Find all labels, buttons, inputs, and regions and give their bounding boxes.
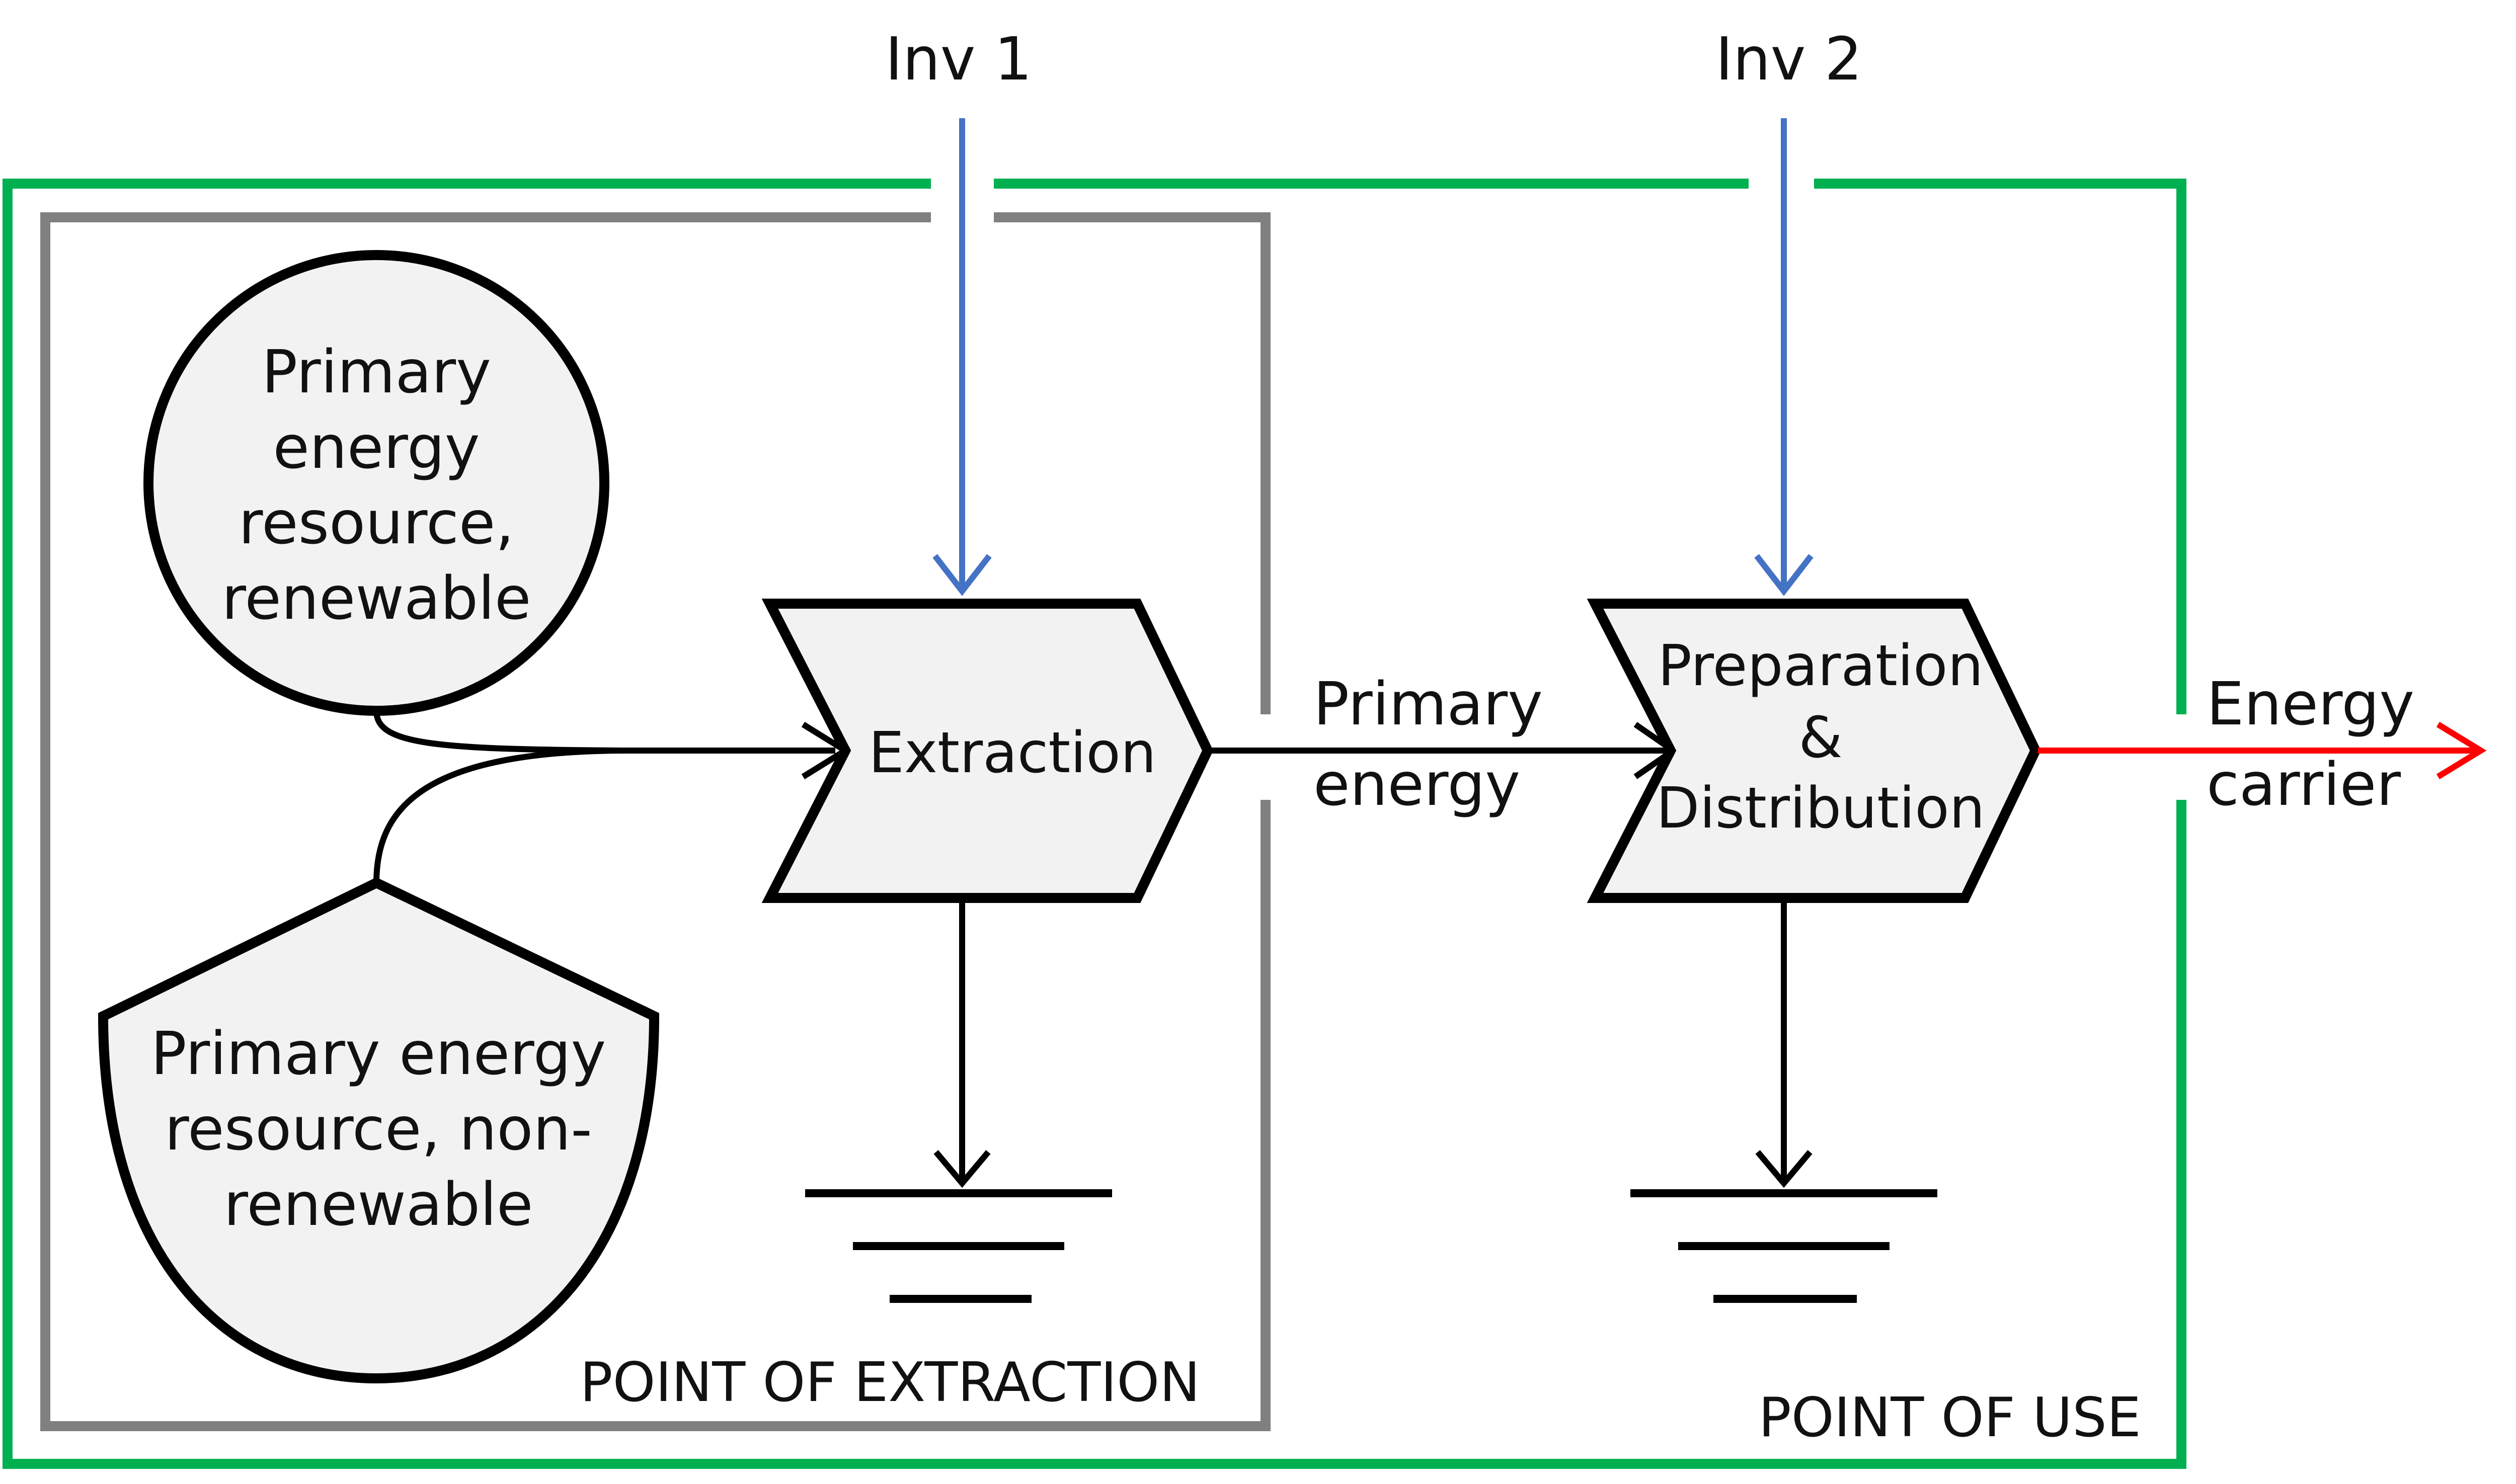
svg-text:Preparation: Preparation <box>1658 633 1983 699</box>
point-of-use-boundary <box>3 179 2186 1469</box>
energy-carrier-arrow <box>2038 721 2487 780</box>
extraction-node <box>761 599 1214 903</box>
inv1-arrow <box>932 118 992 596</box>
point-of-use-label: POINT OF USE <box>1759 1386 2141 1449</box>
primary-energy-label: Primary energy <box>1313 669 1543 819</box>
svg-text:Primary: Primary <box>262 337 491 406</box>
preparation-distribution-label: Preparation & Distribution <box>1656 633 1985 841</box>
inv2-arrow <box>1754 118 1814 596</box>
non-renewable-resource-label: Primary energy resource, non- renewable <box>151 1019 606 1239</box>
preparation-loss-ground <box>1630 898 1937 1303</box>
svg-text:resource, non-: resource, non- <box>165 1094 592 1164</box>
svg-text:Distribution: Distribution <box>1656 776 1985 841</box>
resource-connectors <box>373 710 851 883</box>
svg-text:Primary energy: Primary energy <box>151 1019 606 1088</box>
extraction-loss-ground <box>805 898 1112 1303</box>
renewable-resource-node <box>143 250 609 716</box>
inv2-label: Inv 2 <box>1715 24 1862 94</box>
inv1-label: Inv 1 <box>885 24 1032 94</box>
svg-text:resource,: resource, <box>239 488 514 557</box>
svg-text:energy: energy <box>1313 750 1520 819</box>
extraction-label: Extraction <box>869 720 1156 786</box>
svg-text:&: & <box>1798 705 1842 771</box>
point-of-extraction-label: POINT OF EXTRACTION <box>580 1351 1200 1414</box>
svg-text:renewable: renewable <box>223 1170 533 1239</box>
preparation-distribution-node <box>1587 599 2041 903</box>
non-renewable-resource-node <box>98 877 660 1384</box>
energy-carrier-label: Energy carrier <box>2207 669 2414 819</box>
svg-text:Primary: Primary <box>1313 669 1543 738</box>
svg-text:energy: energy <box>273 413 480 482</box>
svg-text:renewable: renewable <box>221 563 531 633</box>
svg-text:carrier: carrier <box>2207 750 2401 819</box>
renewable-resource-label: Primary energy resource, renewable <box>221 337 531 633</box>
point-of-extraction-boundary <box>40 212 1271 1431</box>
svg-text:Energy: Energy <box>2207 669 2414 738</box>
